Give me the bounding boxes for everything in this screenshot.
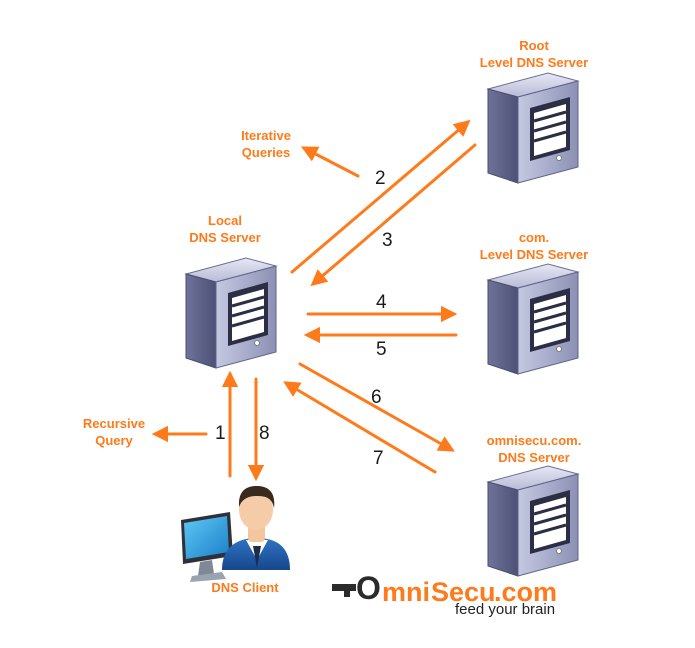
- local-server-label-line1: Local: [208, 213, 242, 228]
- recursive-label-line1: Recursive: [82, 416, 146, 431]
- iterative-label-line1: Iterative: [241, 128, 291, 143]
- local-server-label-line2: DNS Server: [189, 230, 261, 245]
- root-server-label-line2: Level DNS Server: [479, 55, 589, 70]
- step-1-number: 1: [215, 423, 226, 444]
- logo-brand-dotcom: .com: [494, 577, 558, 607]
- arrow-step-2: [290, 119, 471, 274]
- logo-brand-secu: Secu: [431, 577, 496, 607]
- com-server-label: com. Level DNS Server: [466, 229, 602, 263]
- iterative-queries-label: Iterative Queries: [226, 127, 306, 161]
- com-server-label-line1: com.: [518, 230, 550, 245]
- com-server-label-line2: Level DNS Server: [479, 247, 589, 262]
- step-2-number: 2: [375, 168, 386, 189]
- arrow-step-6: [298, 362, 455, 452]
- arrows: [151, 119, 477, 482]
- recursive-label-line2: Query: [95, 433, 133, 448]
- root-server-label: Root Level DNS Server: [466, 37, 602, 71]
- dns-client-label-text: DNS Client: [211, 580, 279, 595]
- omnisecu-server-label: omnisecu.com. DNS Server: [466, 432, 602, 466]
- logo-tagline: feed your brain: [455, 601, 556, 618]
- logo-brand-mni: mni: [382, 577, 431, 607]
- step-3-number: 3: [382, 230, 393, 251]
- root-server-icon: [486, 71, 580, 185]
- arrow-step-3: [310, 143, 477, 287]
- com-server-icon: [486, 262, 580, 376]
- local-server-label: Local DNS Server: [170, 212, 280, 246]
- omnisecu-server-icon: [486, 464, 580, 578]
- root-server-label-line1: Root: [519, 38, 549, 53]
- omnisecu-server-label-line1: omnisecu.com.: [486, 433, 582, 448]
- dns-client-label: DNS Client: [190, 579, 300, 596]
- omnisecu-server-label-line2: DNS Server: [498, 450, 570, 465]
- step-6-number: 6: [371, 387, 382, 408]
- arrow-step-7: [283, 381, 437, 474]
- key-icon: [332, 584, 356, 597]
- step-8-number: 8: [259, 423, 270, 444]
- dns-client-icon: [181, 486, 290, 582]
- local-server-icon: [184, 256, 278, 370]
- step-7-number: 7: [373, 448, 384, 469]
- recursive-query-label: Recursive Query: [74, 415, 154, 449]
- iterative-label-line2: Queries: [241, 145, 291, 160]
- step-5-number: 5: [376, 339, 387, 360]
- step-4-number: 4: [376, 292, 387, 313]
- logo-brand-o: O: [356, 570, 381, 606]
- arrow-iterative-legend: [301, 146, 360, 178]
